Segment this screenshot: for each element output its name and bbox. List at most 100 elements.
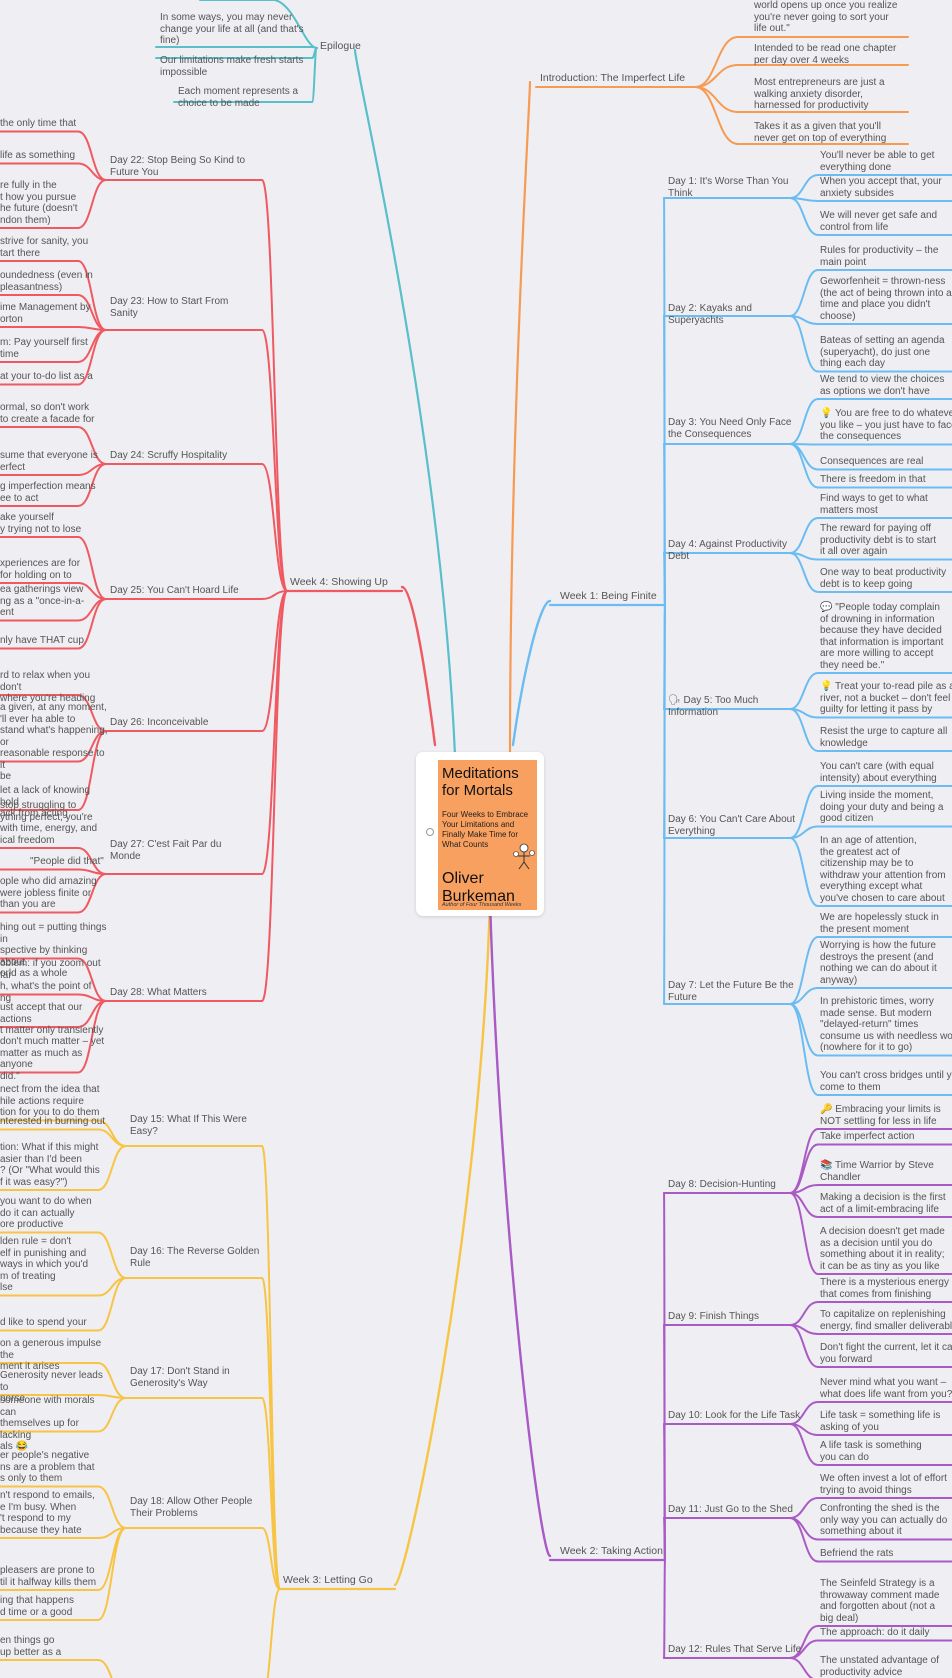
week1-leaf-2-2[interactable]: Consequences are real — [820, 456, 924, 467]
epilogue-item-2[interactable]: Each moment represents a choice to be ma… — [178, 86, 299, 109]
week4-leaf-0-2[interactable]: re fully in the t how you pursue he futu… — [0, 180, 78, 226]
epilogue-item-1[interactable]: Our limitations make fresh starts imposs… — [160, 55, 304, 78]
week4-leaf-6-3[interactable]: don't much matter – yet matter as much a… — [0, 1036, 105, 1082]
week4-leaf-1-2[interactable]: ime Management by orton — [0, 302, 91, 325]
week2-leaf-0-1[interactable]: Take imperfect action — [820, 1131, 915, 1142]
week1-leaf-1-0[interactable]: Rules for productivity – the main point — [820, 245, 939, 268]
intro-item-3[interactable]: Takes it as a given that you'll never ge… — [754, 121, 887, 144]
week4-leaf-2-1[interactable]: sume that everyone is erfect — [0, 450, 98, 473]
week1-day-1[interactable]: Day 2: Kayaks and Superyachts — [668, 303, 752, 326]
week2-day-1[interactable]: Day 9: Finish Things — [668, 1311, 759, 1322]
week3-leaf-3-2[interactable]: pleasers are prone to til it halfway kil… — [0, 1565, 97, 1588]
week2-leaf-3-2[interactable]: Befriend the rats — [820, 1548, 894, 1559]
week1-leaf-2-1[interactable]: 💡 You are free to do whatever you like –… — [820, 408, 952, 442]
week2-day-0[interactable]: Day 8: Decision-Hunting — [668, 1179, 776, 1190]
week4-leaf-1-3[interactable]: m: Pay yourself first time — [0, 337, 88, 360]
week4-leaf-4-2[interactable]: let a lack of knowing hold ack from acti… — [0, 785, 91, 819]
week4-leaf-5-2[interactable]: ople who did amazing were jobless finite… — [0, 876, 97, 910]
week3-day-2[interactable]: Day 17: Don't Stand in Generosity's Way — [130, 1366, 230, 1389]
week4-leaf-5-1[interactable]: "People did that" — [30, 856, 104, 867]
week4-day-1[interactable]: Day 23: How to Start From Sanity — [110, 296, 229, 319]
root-book-node[interactable]: Meditations for Mortals Four Weeks to Em… — [416, 752, 544, 916]
week4-leaf-5-0[interactable]: stop struggling to ything perfect, you'r… — [0, 800, 98, 846]
intro-item-2[interactable]: Most entrepreneurs are just a walking an… — [754, 77, 885, 111]
week4-leaf-6-0[interactable]: hing out = putting things in spective by… — [0, 922, 107, 979]
week1-leaf-1-2[interactable]: Bateas of setting an agenda (superyacht)… — [820, 335, 945, 369]
week2-leaf-1-2[interactable]: Don't fight the current, let it carry yo… — [820, 1342, 952, 1365]
week1-leaf-4-1[interactable]: 💡 Treat your to-read pile as a river, no… — [820, 681, 952, 715]
week1-leaf-2-3[interactable]: There is freedom in that — [820, 474, 926, 485]
week4-leaf-1-1[interactable]: oundedness (even in pleasantness) — [0, 270, 93, 293]
week4-day-3[interactable]: Day 25: You Can't Hoard Life — [110, 585, 239, 596]
week2-day-2[interactable]: Day 10: Look for the Life Task — [668, 1410, 801, 1421]
week1-day-2[interactable]: Day 3: You Need Only Face the Consequenc… — [668, 417, 792, 440]
week4-leaf-3-0[interactable]: ake yourself y trying not to lose — [0, 512, 82, 535]
week1-day-6[interactable]: Day 7: Let the Future Be the Future — [668, 980, 794, 1003]
week3-leaf-3-0[interactable]: er people's negative ns are a problem th… — [0, 1450, 95, 1484]
week3-leaf-0-0[interactable]: nect from the idea that hile actions req… — [0, 1084, 100, 1118]
intro-hub[interactable]: Introduction: The Imperfect Life — [540, 72, 686, 84]
week2-leaf-1-1[interactable]: To capitalize on replenishing energy, fi… — [820, 1309, 952, 1332]
week3-leaf-1-0[interactable]: you want to do when do it can actually o… — [0, 1196, 92, 1230]
week1-day-3[interactable]: Day 4: Against Productivity Debt — [668, 539, 787, 562]
week4-leaf-0-1[interactable]: life as something — [0, 150, 76, 161]
week2-leaf-0-2[interactable]: 📚 Time Warrior by Steve Chandler — [820, 1160, 934, 1183]
week1-leaf-1-1[interactable]: Geworfenheit = thrown-ness (the act of b… — [820, 276, 952, 322]
week2-leaf-0-3[interactable]: Making a decision is the first act of a … — [820, 1192, 946, 1215]
week2-leaf-4-2[interactable]: The unstated advantage of productivity a… — [820, 1655, 939, 1678]
week1-leaf-0-2[interactable]: We will never get safe and control from … — [820, 210, 938, 233]
week1-hub[interactable]: Week 1: Being Finite — [560, 590, 657, 602]
week2-leaf-2-1[interactable]: Life task = something life is asking of … — [820, 1410, 941, 1433]
week4-leaf-0-0[interactable]: the only time that — [0, 118, 77, 129]
week2-leaf-1-0[interactable]: There is a mysterious energy that comes … — [820, 1277, 949, 1300]
week2-leaf-3-0[interactable]: We often invest a lot of effort trying t… — [820, 1473, 947, 1496]
week2-leaf-4-0[interactable]: The Seinfeld Strategy is a throwaway com… — [820, 1578, 940, 1624]
week1-leaf-3-2[interactable]: One way to beat productivity debt is to … — [820, 567, 947, 590]
week2-day-4[interactable]: Day 12: Rules That Serve Life — [668, 1644, 802, 1655]
week1-day-0[interactable]: Day 1: It's Worse Than You Think — [668, 176, 789, 199]
week1-leaf-0-1[interactable]: When you accept that, your anxiety subsi… — [820, 176, 942, 199]
week3-leaf-3-1[interactable]: n't respond to emails, e I'm busy. When … — [0, 1490, 95, 1536]
week1-leaf-2-0[interactable]: We tend to view the choices as options w… — [820, 374, 945, 397]
week3-leaf-1-1[interactable]: lden rule = don't elf in punishing and w… — [0, 1236, 89, 1293]
week3-leaf-2-0[interactable]: on a generous impulse the ment it arises — [0, 1338, 102, 1372]
intro-item-1[interactable]: Intended to be read one chapter per day … — [754, 43, 897, 66]
week3-leaf-4-0[interactable]: en things go up better as a — [0, 1635, 62, 1658]
week4-leaf-6-2[interactable]: ust accept that our actions t matter onl… — [0, 1002, 104, 1036]
week4-day-6[interactable]: Day 28: What Matters — [110, 987, 207, 998]
week3-leaf-0-2[interactable]: tion: What if this might asier than I'd … — [0, 1142, 100, 1188]
week4-leaf-1-4[interactable]: at your to-do list as a — [0, 371, 93, 382]
week1-leaf-0-0[interactable]: You'll never be able to get everything d… — [820, 150, 935, 173]
week2-leaf-0-4[interactable]: A decision doesn't get made as a decisio… — [820, 1226, 945, 1272]
week3-day-1[interactable]: Day 16: The Reverse Golden Rule — [130, 1246, 260, 1269]
week1-leaf-6-1[interactable]: Worrying is how the future destroys the … — [820, 940, 937, 986]
week1-leaf-5-2[interactable]: In an age of attention, the greatest act… — [820, 835, 946, 904]
week3-day-3[interactable]: Day 18: Allow Other People Their Problem… — [130, 1496, 253, 1519]
week2-leaf-4-1[interactable]: The approach: do it daily — [820, 1627, 930, 1638]
week1-leaf-6-2[interactable]: In prehistoric times, worry made sense. … — [820, 996, 952, 1053]
collapse-handle-icon[interactable] — [426, 828, 434, 836]
week4-day-5[interactable]: Day 27: C'est Fait Par du Monde — [110, 839, 222, 862]
week1-leaf-3-1[interactable]: The reward for paying off productivity d… — [820, 523, 937, 557]
week1-leaf-3-0[interactable]: Find ways to get to what matters most — [820, 493, 928, 516]
epilogue-hub[interactable]: Epilogue — [320, 40, 361, 52]
week4-hub[interactable]: Week 4: Showing Up — [290, 576, 388, 588]
week2-leaf-2-0[interactable]: Never mind what you want – what does lif… — [820, 1377, 952, 1400]
week4-day-0[interactable]: Day 22: Stop Being So Kind to Future You — [110, 155, 246, 178]
week2-leaf-0-0[interactable]: 🔑 Embracing your limits is NOT settling … — [820, 1104, 941, 1127]
week1-leaf-5-0[interactable]: You can't care (with equal intensity) ab… — [820, 761, 937, 784]
week2-hub[interactable]: Week 2: Taking Action — [560, 1545, 663, 1557]
week4-day-2[interactable]: Day 24: Scruffy Hospitality — [110, 450, 228, 461]
week4-leaf-6-1[interactable]: oblem: if you zoom out far h, what's the… — [0, 958, 101, 1004]
week4-leaf-3-1[interactable]: xperiences are for for holding on to — [0, 558, 81, 581]
week4-leaf-3-3[interactable]: nly have THAT cup — [0, 635, 84, 646]
week3-hub[interactable]: Week 3: Letting Go — [283, 1574, 373, 1586]
week3-day-0[interactable]: Day 15: What If This Were Easy? — [130, 1114, 247, 1137]
week3-leaf-2-1[interactable]: Generosity never leads to norse — [0, 1370, 103, 1404]
epilogue-item-0[interactable]: In some ways, you may never change your … — [160, 12, 304, 46]
week3-leaf-3-3[interactable]: ing that happens d time or a good — [0, 1595, 74, 1618]
week1-leaf-4-2[interactable]: Resist the urge to capture all knowledge — [820, 726, 948, 749]
week1-leaf-6-3[interactable]: You can't cross bridges until you come t… — [820, 1070, 952, 1093]
week4-leaf-4-0[interactable]: rd to relax when you don't where you're … — [0, 670, 96, 704]
week3-leaf-2-2[interactable]: someone with morals can themselves up fo… — [0, 1395, 95, 1452]
